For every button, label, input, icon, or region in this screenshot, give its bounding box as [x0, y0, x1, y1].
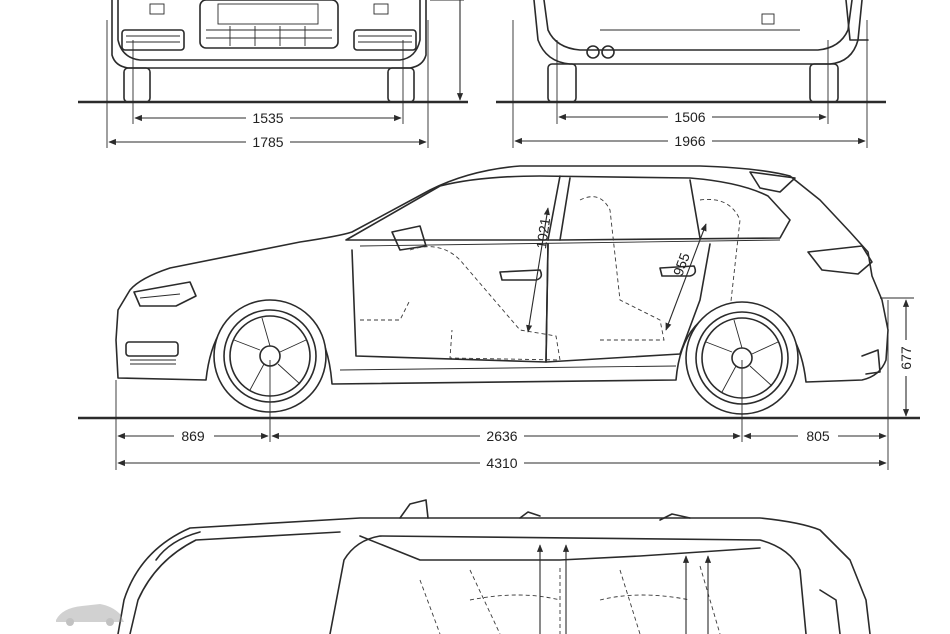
front-view	[111, 0, 427, 103]
overall-length-label: 4310	[486, 455, 517, 471]
front-track-label: 1535	[252, 110, 283, 126]
front-view-dimensions	[106, 20, 429, 148]
wheelbase-label: 2636	[486, 428, 517, 444]
rear-view	[533, 0, 869, 103]
front-wheel	[213, 299, 327, 413]
rear-width-label: 1966	[674, 133, 705, 149]
front-headroom-label: 1021	[533, 217, 553, 250]
rear-overhang-label: 805	[806, 428, 830, 444]
rear-track-label: 1506	[674, 109, 705, 125]
rear-height-label: 677	[898, 346, 914, 370]
front-width-label: 1785	[252, 134, 283, 150]
rear-wheel	[685, 301, 799, 415]
front-overhang-label: 869	[181, 428, 205, 444]
rear-headroom-label: 955	[670, 250, 693, 278]
rear-view-dimensions	[512, 20, 868, 148]
car-silhouette-watermark	[56, 604, 124, 626]
top-view	[117, 499, 871, 634]
